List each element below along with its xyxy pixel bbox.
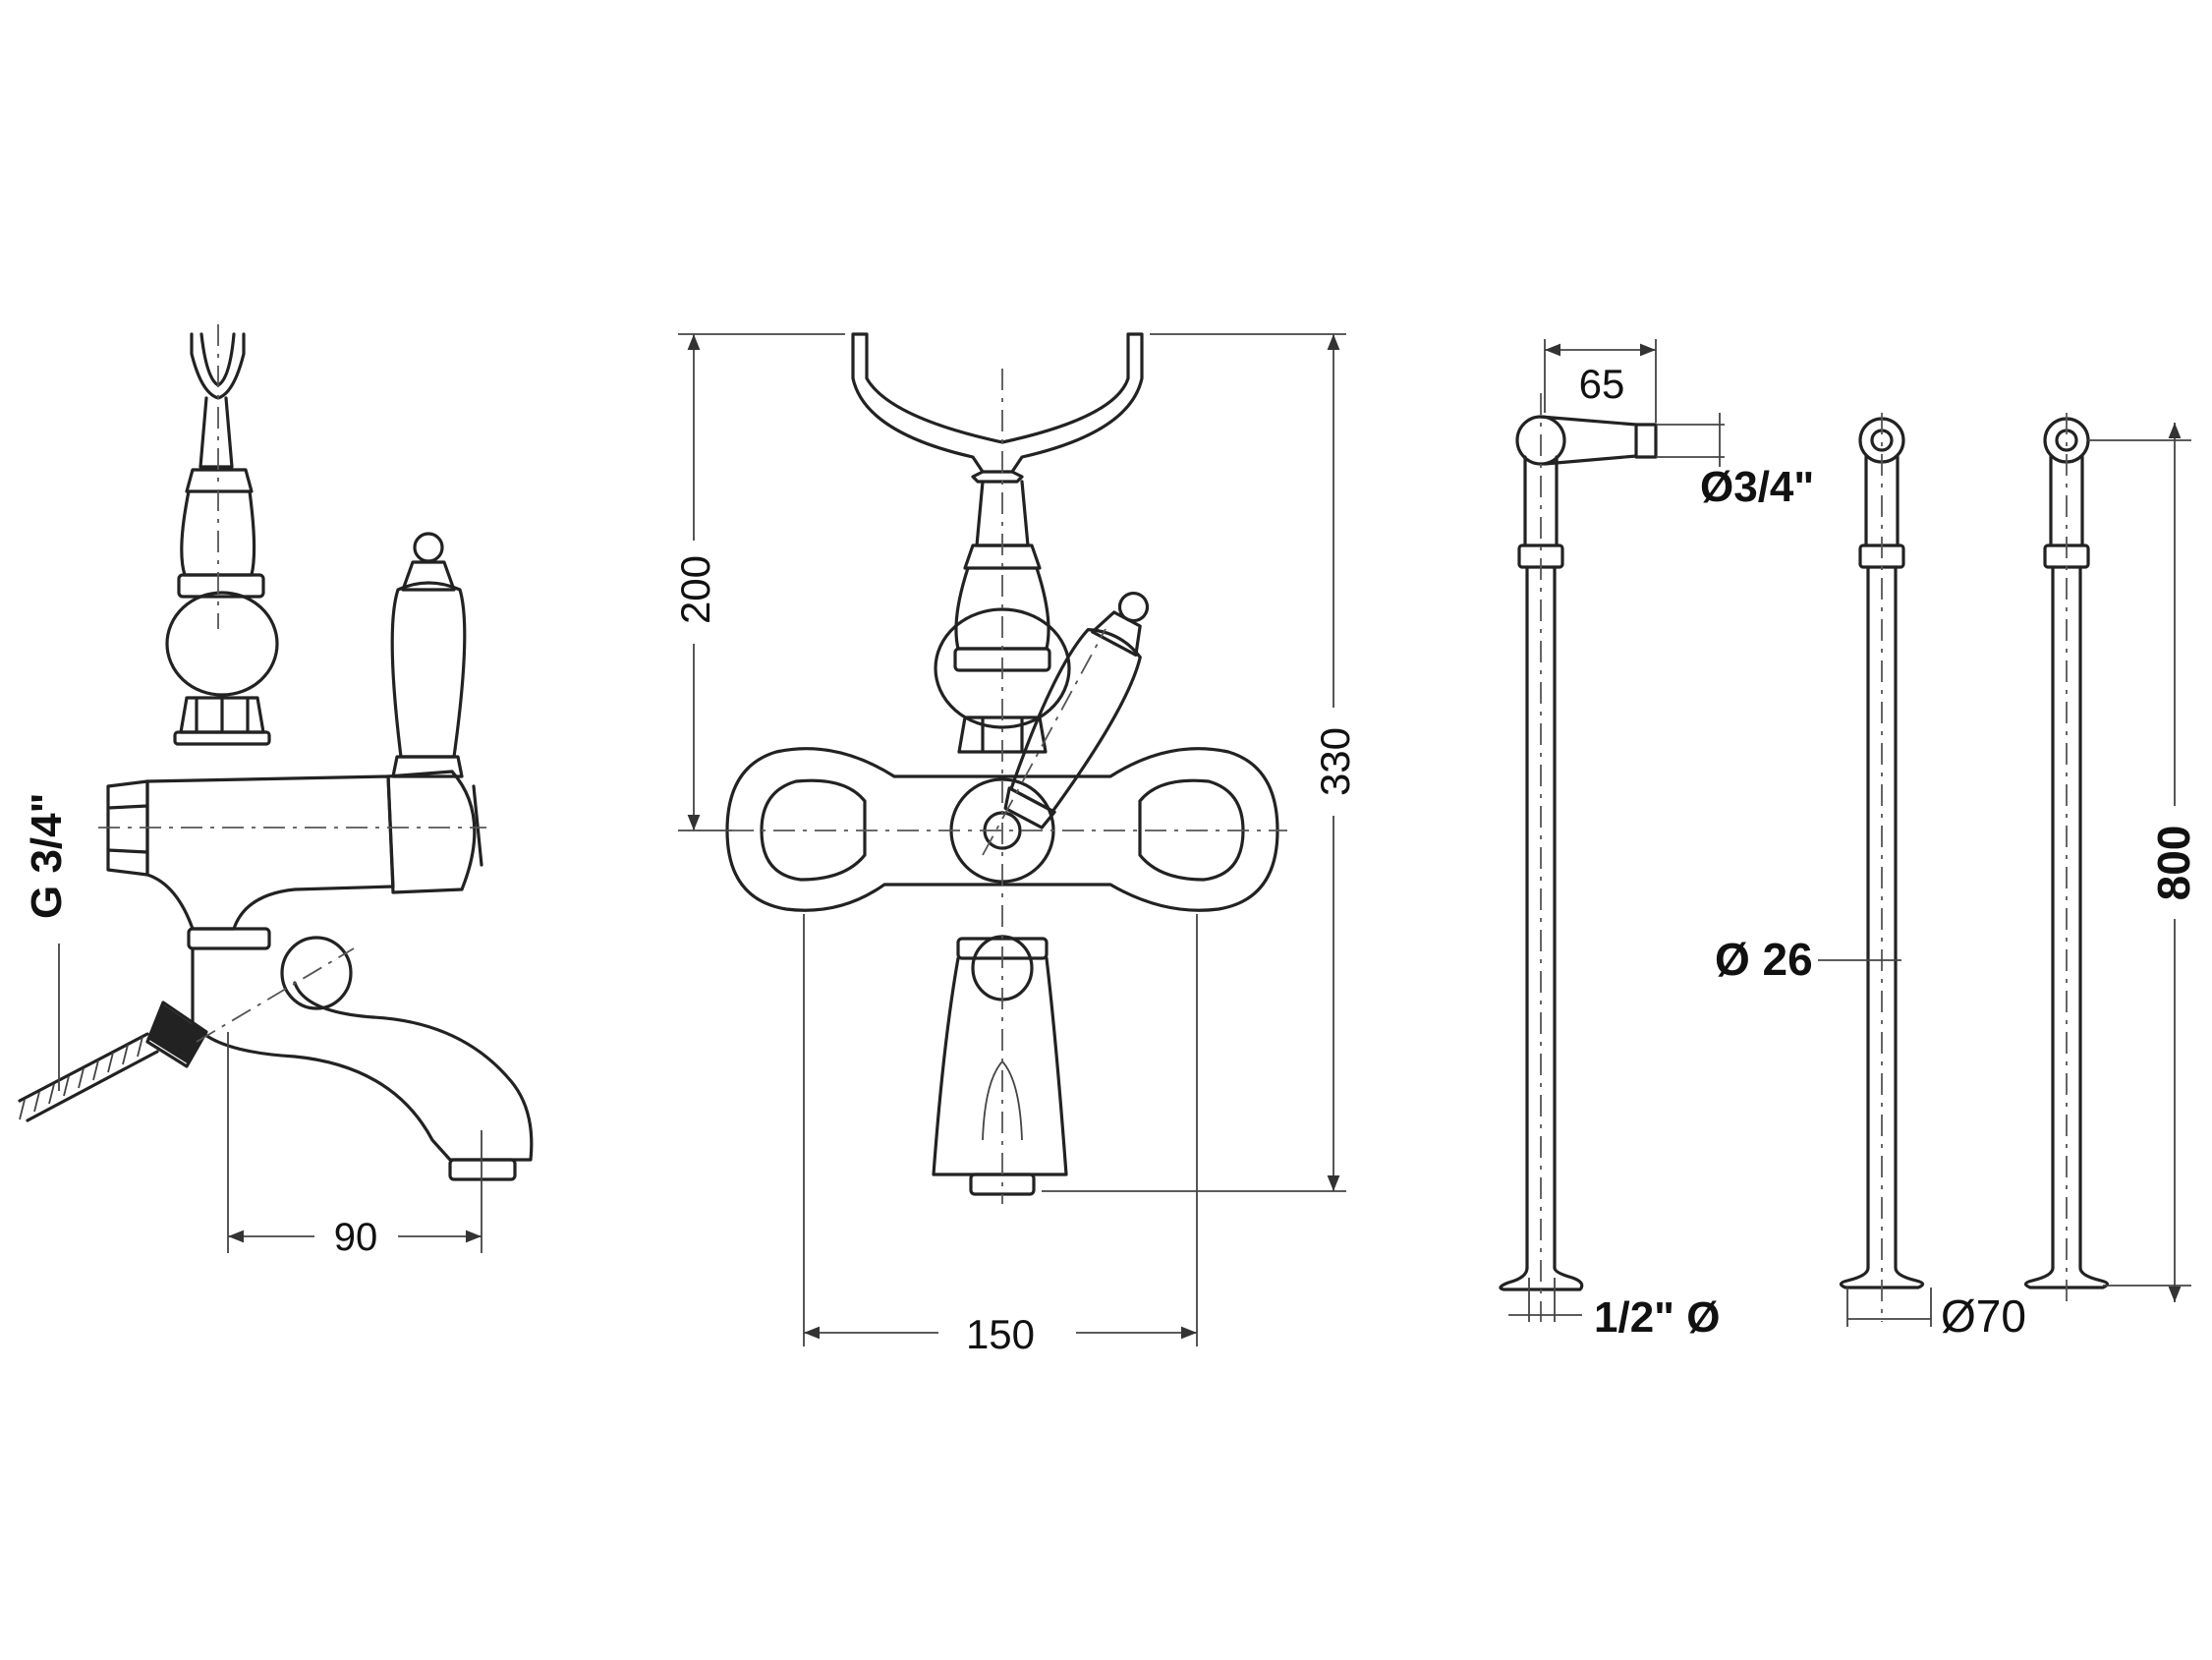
front-holder-fork — [851, 332, 1144, 474]
front-spout — [932, 956, 1068, 1176]
leg-offset-label: 65 — [1579, 361, 1625, 407]
side-lever-collar — [391, 755, 464, 778]
side-spout — [191, 946, 534, 1162]
leg-front-view-a: Ø 26 Ø70 — [1715, 413, 2026, 1342]
leg1-arm — [1539, 415, 1638, 466]
side-inlet-nut — [106, 779, 149, 877]
front-body-inner-left — [760, 778, 867, 882]
leg-connection-label: Ø3/4" — [1700, 463, 1814, 511]
leg1-arm-end — [1634, 423, 1658, 459]
front-height-total-label: 330 — [1312, 727, 1358, 796]
side-diverter-knob — [280, 936, 353, 1010]
front-holder-stem — [971, 470, 1030, 547]
side-lower-ring — [187, 927, 271, 950]
front-lever-handle — [1003, 591, 1150, 830]
connection-thread-label: G 3/4" — [23, 793, 71, 919]
leg-front-view-b: 800 — [2023, 413, 2199, 1307]
leg-height-label: 800 — [2148, 826, 2199, 901]
leg-base-diameter-label: Ø70 — [1941, 1290, 2026, 1342]
front-centerline-lever — [982, 628, 1106, 856]
leg-tube-diameter-label: Ø 26 — [1715, 934, 1813, 985]
floor-legs: 65 Ø3/4" 1/2" Ø Ø 26 — [1499, 339, 2199, 1342]
front-view: 200 330 150 — [672, 332, 1358, 1357]
side-lever-neck — [401, 560, 456, 592]
side-upper-collar — [185, 468, 254, 493]
front-body-inner-right — [1138, 778, 1245, 882]
leg2-upper-tube — [1864, 455, 1900, 547]
leg3-upper-tube — [2049, 455, 2084, 547]
side-lever-knob — [413, 532, 444, 563]
side-hose-connector — [145, 1001, 208, 1068]
side-width-label: 90 — [334, 1216, 378, 1259]
side-nut — [179, 696, 265, 734]
front-main-body — [725, 747, 1279, 912]
side-mid-ring — [177, 573, 265, 599]
side-main-body — [145, 774, 395, 931]
leg-inlet-label: 1/2" Ø — [1594, 1293, 1720, 1342]
side-shower-hose-coil — [19, 1036, 143, 1120]
front-ball — [934, 607, 1071, 729]
front-nut — [957, 716, 1048, 754]
side-nut-ring — [173, 730, 271, 746]
front-width-label: 150 — [966, 1311, 1035, 1357]
side-lever-handle — [390, 581, 467, 759]
side-hose-connector-fill — [149, 1004, 206, 1064]
side-aerator — [448, 1158, 517, 1181]
front-height-upper-label: 200 — [672, 555, 718, 624]
side-ball — [165, 591, 279, 697]
leg1-upper-tube — [1523, 455, 1559, 547]
leg-side-view: 65 Ø3/4" 1/2" Ø — [1499, 339, 1814, 1342]
front-upper-collar — [963, 544, 1042, 570]
leg1-tube — [1525, 565, 1557, 1270]
side-holder-stem — [199, 396, 234, 469]
leg1-base — [1499, 1266, 1584, 1291]
side-shower-hose — [18, 1032, 159, 1122]
leg2-tube — [1866, 565, 1898, 1270]
side-view: 90 G 3/4" — [18, 324, 534, 1259]
side-centerline-diverter — [196, 947, 355, 1043]
leg3-tube — [2051, 565, 2082, 1270]
side-valve-cap — [386, 770, 483, 894]
